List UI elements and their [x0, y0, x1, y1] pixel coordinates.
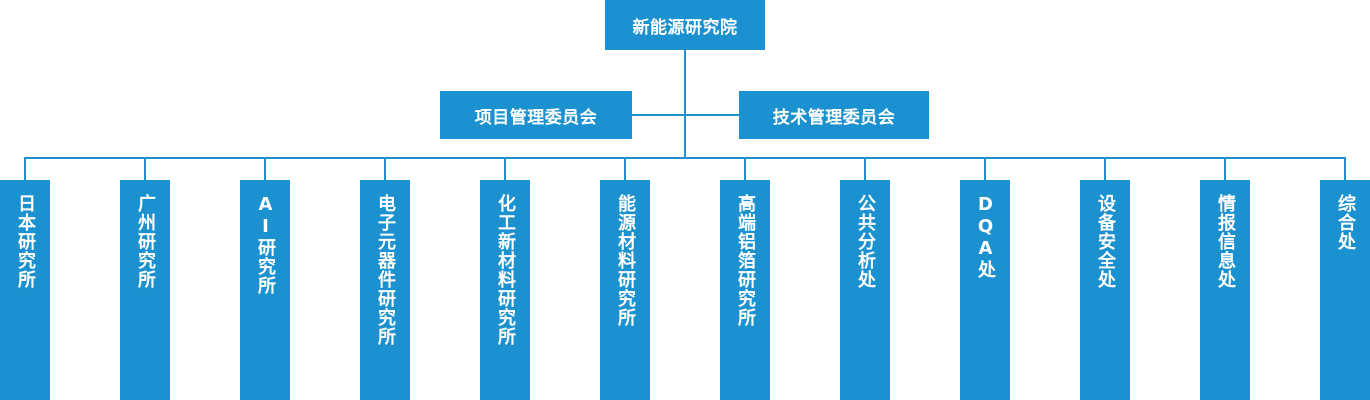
connector-department-drop	[144, 157, 146, 180]
committee-technical-management[interactable]: 技术管理委员会	[739, 91, 929, 139]
connector-root-trunk	[684, 50, 686, 158]
committee-project-management[interactable]: 项目管理委员会	[440, 91, 632, 139]
department-label: DQA处	[975, 194, 996, 279]
connector-committee-bar	[632, 114, 739, 116]
connector-department-drop	[504, 157, 506, 180]
department-dqa-office[interactable]: DQA处	[960, 180, 1010, 400]
department-energy-materials-institute[interactable]: 能源材料研究所	[600, 180, 650, 400]
department-intelligence-info-office[interactable]: 情报信息处	[1200, 180, 1250, 400]
root-node-label: 新能源研究院	[632, 17, 738, 38]
department-aluminum-foil-institute[interactable]: 高端铝箔研究所	[720, 180, 770, 400]
department-label: 公共分析处	[855, 194, 876, 289]
connector-department-drop	[1104, 157, 1106, 180]
department-label: AI研究所	[255, 194, 276, 295]
department-general-office[interactable]: 综合处	[1320, 180, 1370, 400]
connector-department-drop	[264, 157, 266, 180]
department-label: 广州研究所	[135, 194, 156, 289]
department-label: 设备安全处	[1095, 194, 1116, 289]
department-electronic-components-institute[interactable]: 电子元器件研究所	[360, 180, 410, 400]
department-label: 情报信息处	[1215, 194, 1236, 289]
connector-department-drop	[744, 157, 746, 180]
department-label: 电子元器件研究所	[375, 194, 396, 346]
committee-label: 技术管理委员会	[772, 107, 896, 128]
connector-department-bus	[24, 157, 1346, 159]
department-guangzhou-institute[interactable]: 广州研究所	[120, 180, 170, 400]
connector-department-drop	[1344, 157, 1346, 180]
connector-department-drop	[864, 157, 866, 180]
committee-label: 项目管理委员会	[474, 107, 598, 128]
department-ai-institute[interactable]: AI研究所	[240, 180, 290, 400]
department-label: 日本研究所	[15, 194, 36, 289]
department-label: 高端铝箔研究所	[735, 194, 756, 327]
connector-department-drop	[984, 157, 986, 180]
root-node[interactable]: 新能源研究院	[605, 0, 765, 50]
department-japan-institute[interactable]: 日本研究所	[0, 180, 50, 400]
connector-department-drop	[384, 157, 386, 180]
department-label: 能源材料研究所	[615, 194, 636, 327]
department-label: 综合处	[1335, 194, 1356, 251]
connector-department-drop	[1224, 157, 1226, 180]
department-public-analysis-office[interactable]: 公共分析处	[840, 180, 890, 400]
department-equipment-safety-office[interactable]: 设备安全处	[1080, 180, 1130, 400]
connector-department-drop	[624, 157, 626, 180]
department-label: 化工新材料研究所	[495, 194, 516, 346]
department-chemical-materials-institute[interactable]: 化工新材料研究所	[480, 180, 530, 400]
connector-department-drop	[24, 157, 26, 180]
